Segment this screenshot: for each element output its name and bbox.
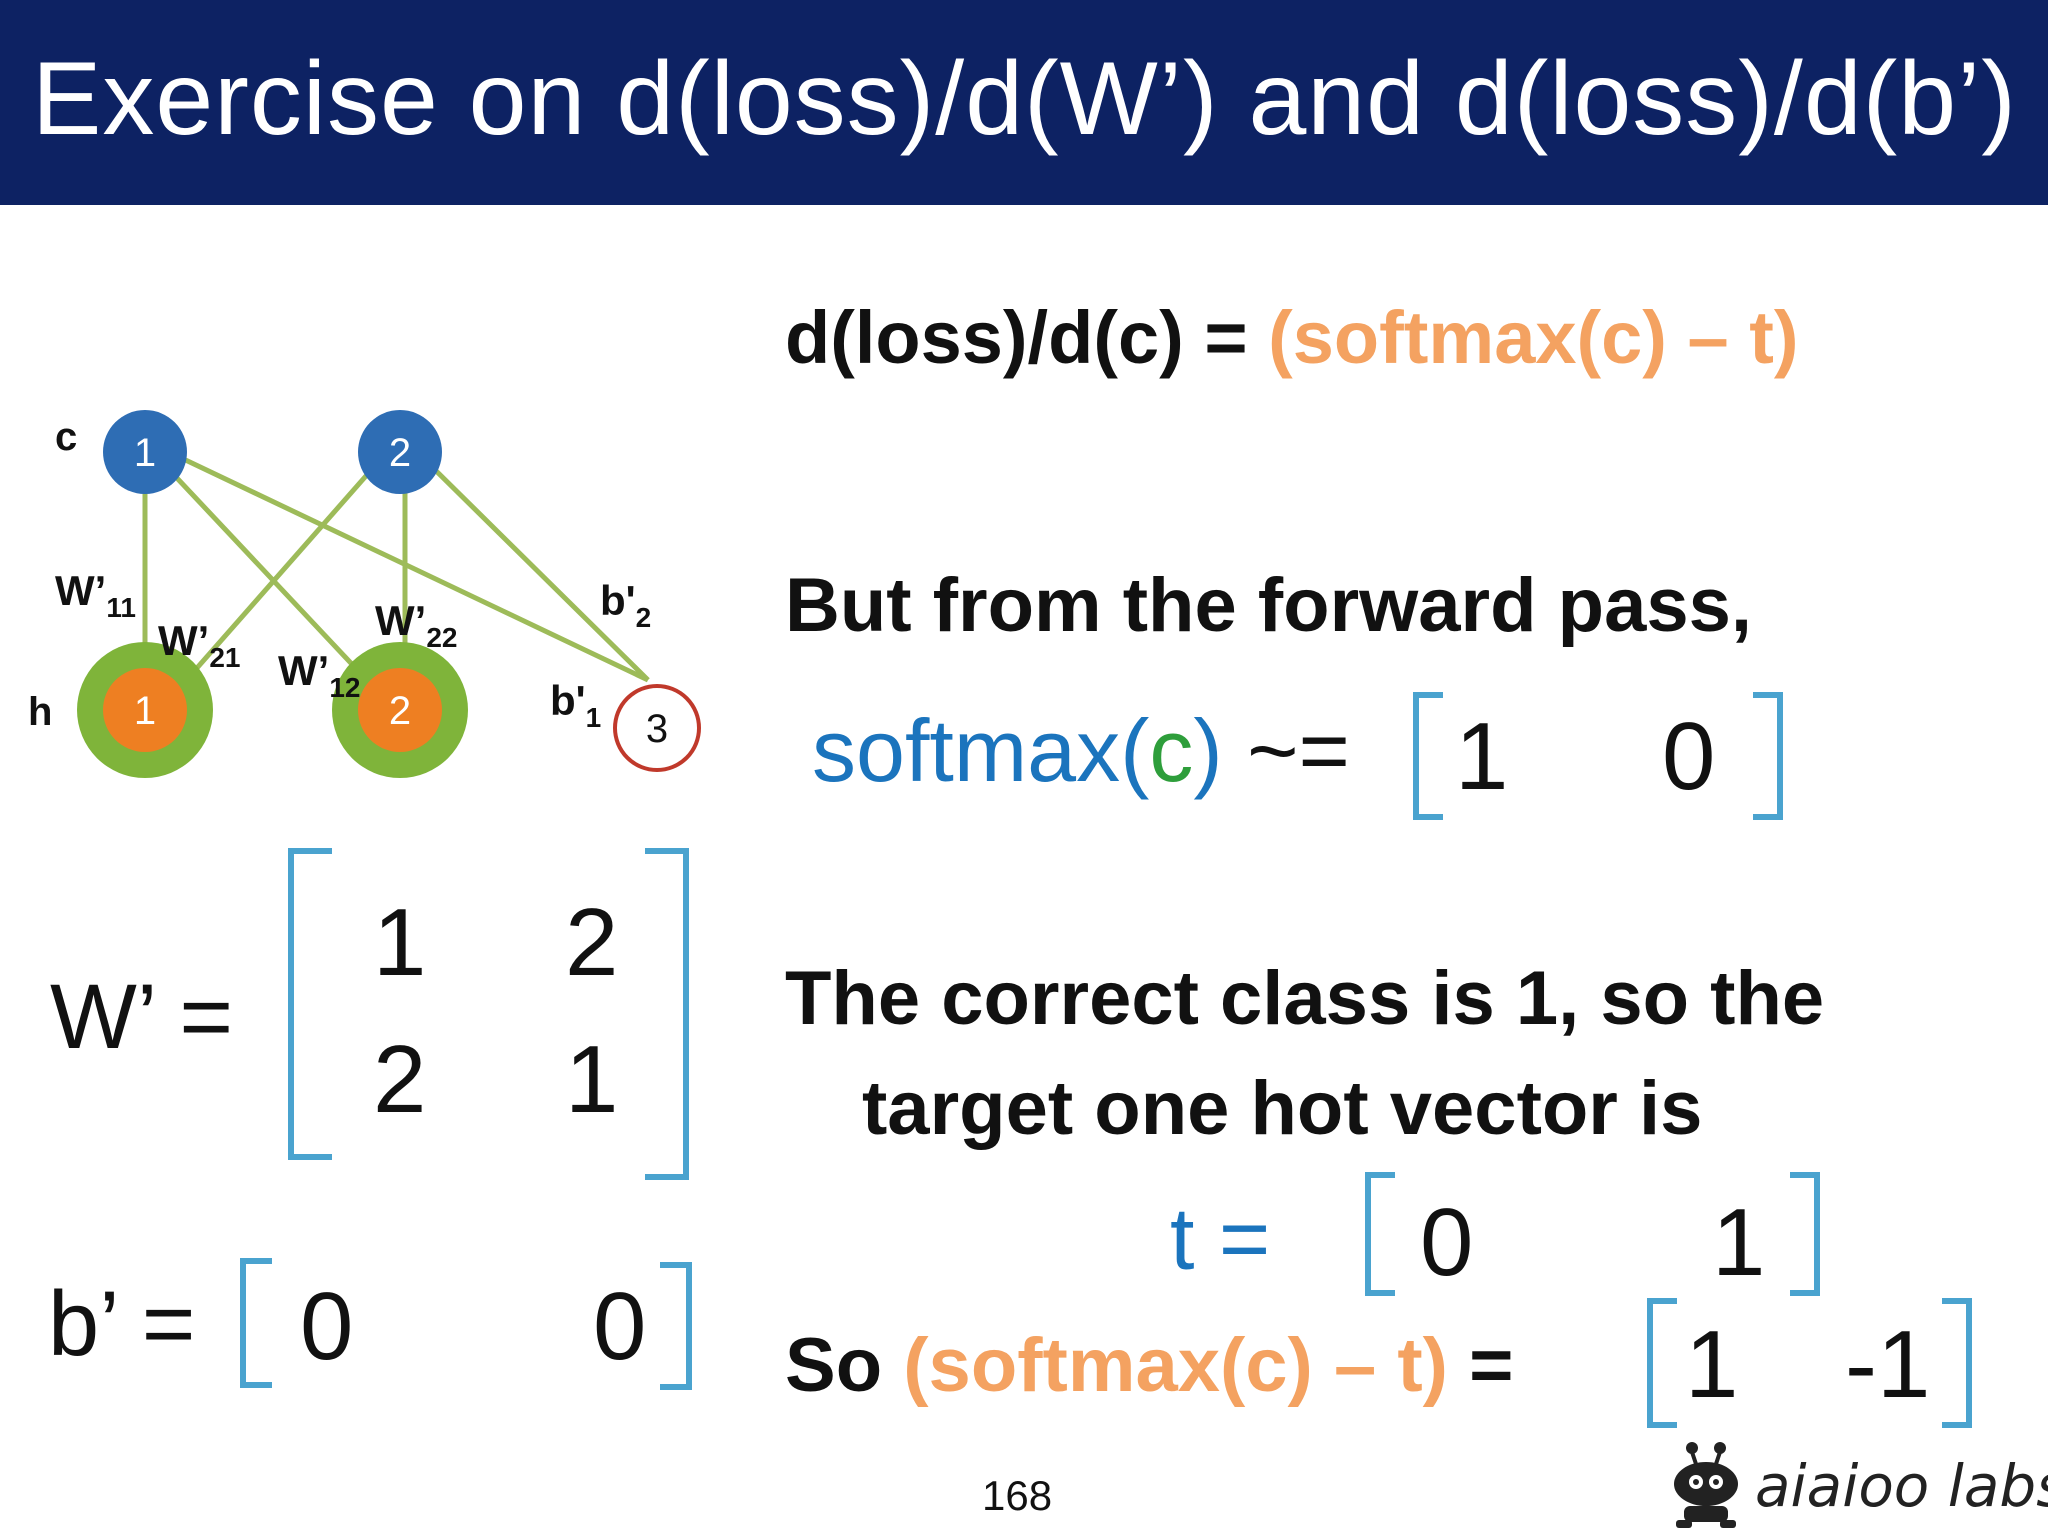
- b-vector-label: b’ =: [48, 1273, 196, 1375]
- c-node-1-label: 1: [134, 431, 156, 475]
- forward-pass-text: But from the forward pass,: [785, 563, 1752, 648]
- softmax-value-2: 0: [1662, 703, 1716, 810]
- so-equals: =: [1469, 1323, 1514, 1408]
- bias-node-label: 3: [646, 707, 668, 751]
- h-node-2-label: 2: [389, 689, 411, 733]
- edge-c2-bias: [418, 453, 650, 682]
- h-layer-label: h: [28, 690, 52, 734]
- c-node-2: [358, 410, 442, 494]
- t-value-1: 0: [1420, 1189, 1474, 1296]
- gradient-rhs: (softmax(c) – t): [1268, 296, 1799, 379]
- softmax-left-bracket: [1413, 692, 1443, 820]
- h-node-1: [103, 668, 187, 752]
- c-layer-label: c: [55, 415, 77, 459]
- w21-label: W’21: [158, 617, 240, 673]
- t-right-bracket: [1790, 1172, 1820, 1296]
- w-matrix-cell-11: 1: [373, 889, 427, 996]
- softmax-expression: softmax(c) ~=: [812, 700, 1350, 802]
- w-matrix-label: W’ =: [50, 966, 234, 1068]
- w-matrix-right-bracket: [645, 848, 689, 1180]
- title-bar: [0, 0, 2048, 205]
- softmax-value-1: 1: [1455, 703, 1509, 810]
- logo-text: aiaioo labs: [1755, 1452, 2048, 1520]
- correct-class-line-1: The correct class is 1, so the: [785, 956, 1825, 1041]
- slide-title: Exercise on d(loss)/d(W’) and d(loss)/d(…: [32, 41, 2017, 157]
- t-label: t =: [1170, 1189, 1271, 1288]
- robot-logo-icon: [1674, 1442, 1738, 1528]
- edge-c1-bias: [173, 452, 650, 683]
- h-node-1-label: 1: [134, 689, 156, 733]
- result-right-bracket: [1942, 1298, 1972, 1428]
- softmax-prefix: softmax(: [812, 701, 1150, 800]
- t-left-bracket: [1365, 1172, 1395, 1296]
- b-vector-left-bracket: [240, 1258, 272, 1388]
- softmax-right-bracket: [1753, 692, 1783, 820]
- result-value-2: -1: [1845, 1311, 1931, 1418]
- w-matrix-left-bracket: [288, 848, 332, 1160]
- edges: [142, 452, 650, 712]
- t-value-2: 1: [1712, 1189, 1766, 1296]
- h-node-2: [358, 668, 442, 752]
- page-number: 168: [982, 1472, 1053, 1519]
- so-expression: (softmax(c) – t): [903, 1323, 1448, 1408]
- network-diagram: 1 2 1 2 3 c h W’11 W’21 W’12 W’22 b'2 b'…: [28, 410, 701, 778]
- gradient-lhs: d(loss)/d(c) =: [785, 296, 1248, 379]
- w-matrix-cell-22: 1: [565, 1026, 619, 1133]
- correct-class-line-2: target one hot vector is: [862, 1066, 1703, 1151]
- c-node-2-label: 2: [389, 431, 411, 475]
- b-vector-cell-1: 0: [300, 1273, 354, 1380]
- so-label: So: [785, 1323, 883, 1408]
- bias-node: [613, 684, 701, 772]
- w-matrix-cell-12: 2: [565, 889, 619, 996]
- w11-label: W’11: [55, 567, 136, 623]
- b1-label: b'1: [550, 677, 601, 733]
- softmax-suffix: ): [1193, 701, 1223, 800]
- w22-label: W’22: [375, 597, 457, 653]
- softmax-c: c: [1149, 701, 1194, 800]
- c-node-1: [103, 410, 187, 494]
- so-equation: So (softmax(c) – t) =: [785, 1322, 1514, 1409]
- b-vector-right-bracket: [660, 1262, 692, 1390]
- w12-label: W’12: [278, 647, 360, 703]
- b2-label: b'2: [600, 577, 651, 633]
- approx-sign: ~=: [1247, 701, 1350, 800]
- w-matrix-cell-21: 2: [373, 1026, 427, 1133]
- result-left-bracket: [1647, 1298, 1677, 1428]
- gradient-equation: d(loss)/d(c) = (softmax(c) – t): [785, 295, 1799, 380]
- result-value-1: 1: [1685, 1311, 1739, 1418]
- b-vector-cell-2: 0: [593, 1273, 647, 1380]
